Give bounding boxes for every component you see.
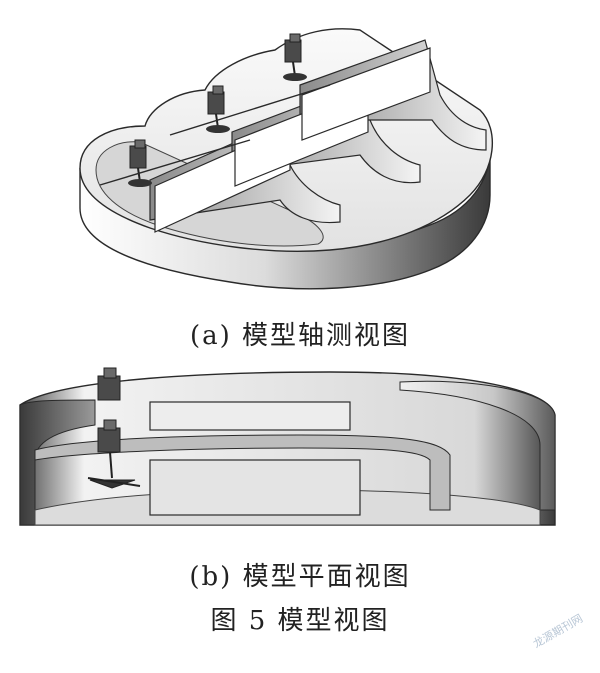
mixer-unit-upper [97, 367, 121, 401]
bridge-beam-1 [99, 139, 251, 186]
subfigure-a-caption: (a) 模型轴测视图 [189, 321, 411, 351]
divider-lower [149, 459, 361, 516]
model-plan-view [19, 367, 556, 526]
tank-right-curve [399, 380, 556, 511]
bridge-beam-2 [169, 84, 331, 136]
mixer-unit-lower [87, 419, 141, 489]
partition-3 [301, 47, 431, 141]
model-axonometric-view [79, 28, 493, 290]
figure-main-caption: 图 5 模型视图 [210, 606, 390, 636]
mixer-unit-1 [128, 139, 152, 187]
divider-upper [149, 401, 351, 431]
mixer-unit-3 [283, 33, 307, 81]
subfigure-b-caption: (b) 模型平面视图 [189, 562, 411, 592]
middle-slab [34, 434, 451, 511]
